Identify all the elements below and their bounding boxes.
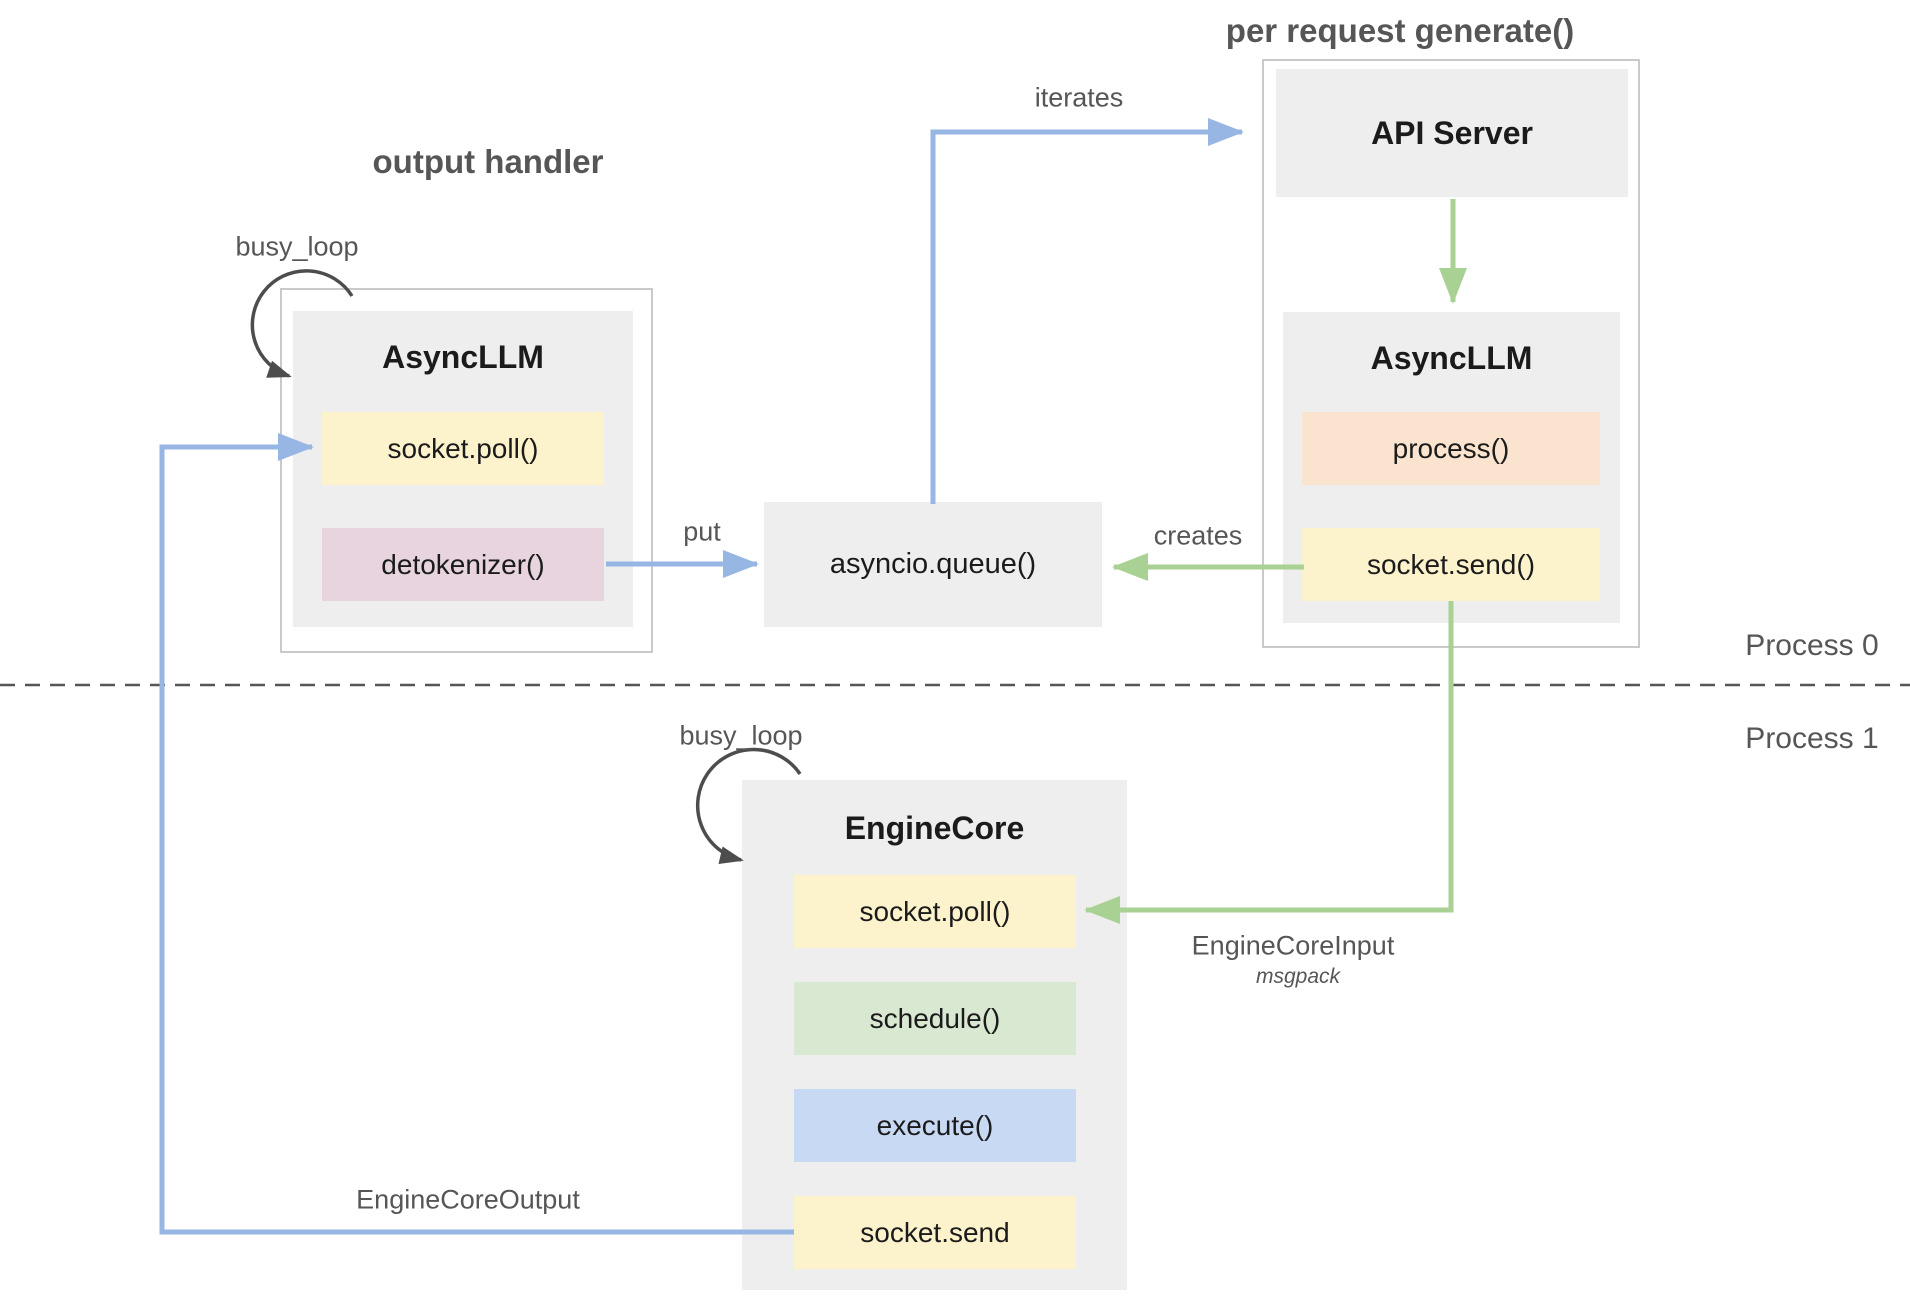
async-llm-right-title: AsyncLLM (1370, 340, 1533, 376)
schedule-row: schedule() (794, 982, 1076, 1055)
socket-poll-left-row: socket.poll() (322, 412, 604, 485)
api-server-title: API Server (1371, 115, 1533, 151)
engine-core-box: EngineCore socket.poll() schedule() exec… (742, 780, 1127, 1290)
async-llm-right-box: AsyncLLM process() socket.send() (1283, 312, 1620, 623)
detokenizer-row: detokenizer() (322, 528, 604, 601)
async-llm-left-title: AsyncLLM (382, 339, 544, 375)
iterates-arrow (930, 118, 1244, 504)
engine-core-title: EngineCore (844, 810, 1025, 846)
socket-send-right-row: socket.send() (1302, 528, 1600, 601)
per-request-generate-title: per request generate() (1225, 12, 1575, 49)
put-label: put (683, 516, 721, 547)
msgpack-label: msgpack (1255, 965, 1341, 988)
engine-core-output-label: EngineCoreOutput (356, 1184, 580, 1215)
api-server-box: API Server (1276, 69, 1628, 197)
asyncio-queue-box: asyncio.queue() (764, 502, 1102, 627)
socket-send-engine-row: socket.send (794, 1196, 1076, 1269)
busy-loop-right-label: busy_loop (679, 720, 803, 751)
async-llm-left-box: AsyncLLM socket.poll() detokenizer() (293, 311, 633, 627)
process-0-label: Process 0 (1745, 629, 1879, 662)
engine-core-input-label: EngineCoreInput (1191, 930, 1395, 961)
busy-loop-left-label: busy_loop (235, 231, 359, 262)
creates-label: creates (1153, 520, 1243, 551)
process-row: process() (1302, 412, 1600, 485)
process-1-label: Process 1 (1745, 722, 1879, 755)
execute-row: execute() (794, 1089, 1076, 1162)
iterates-label: iterates (1034, 82, 1124, 113)
socket-poll-engine-row: socket.poll() (794, 875, 1076, 948)
output-handler-title: output handler (372, 143, 604, 180)
